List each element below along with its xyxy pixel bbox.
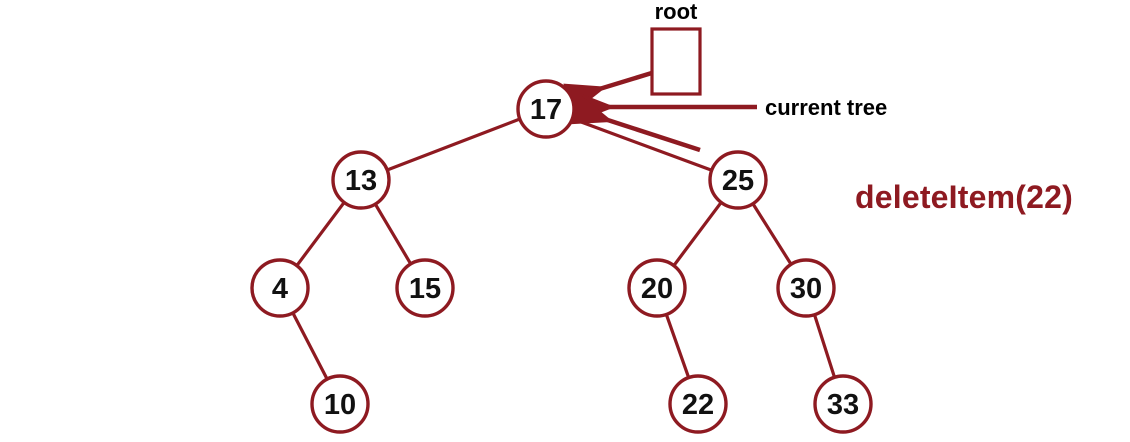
node-value-33: 33 <box>827 389 859 421</box>
tree-node-33[interactable]: 33 <box>813 374 873 434</box>
node-circle-30 <box>776 258 836 318</box>
root-pointer-box-rect <box>650 27 702 96</box>
node-circle-10 <box>310 374 370 434</box>
current-tree-arrow-branch <box>569 94 701 153</box>
node-value-30: 30 <box>790 273 822 305</box>
tree-nodes: 17 13 25 4 15 20 30 10 22 33 <box>250 79 873 434</box>
tree-edge-25-20 <box>671 200 724 268</box>
tree-edge-13-15 <box>373 201 413 267</box>
node-value-17: 17 <box>530 94 562 126</box>
pointer-arrows <box>563 69 757 153</box>
tree-edge-17-13 <box>384 117 523 172</box>
root-pointer-box <box>650 27 702 96</box>
tree-edge-20-22 <box>664 311 691 381</box>
node-circle-13 <box>331 150 391 210</box>
node-value-22: 22 <box>682 389 714 421</box>
tree-node-17[interactable]: 17 <box>516 79 576 139</box>
node-circle-22 <box>668 374 728 434</box>
node-circle-25 <box>708 150 768 210</box>
node-value-4: 4 <box>272 273 288 305</box>
tree-edge-25-30 <box>750 201 794 267</box>
tree-node-25[interactable]: 25 <box>708 150 768 210</box>
root-pointer-arrow <box>563 69 656 114</box>
node-circle-15 <box>395 258 455 318</box>
tree-node-30[interactable]: 30 <box>776 258 836 318</box>
tree-node-15[interactable]: 15 <box>395 258 455 318</box>
node-circle-17 <box>516 79 576 139</box>
node-value-10: 10 <box>324 389 356 421</box>
tree-edge-13-4 <box>294 200 347 268</box>
tree-node-4[interactable]: 4 <box>250 258 310 318</box>
node-value-15: 15 <box>409 273 441 305</box>
tree-node-22[interactable]: 22 <box>668 374 728 434</box>
node-value-20: 20 <box>641 273 673 305</box>
tree-edge-4-10 <box>290 310 330 382</box>
node-circle-20 <box>627 258 687 318</box>
tree-edge-30-33 <box>812 312 837 380</box>
tree-node-20[interactable]: 20 <box>627 258 687 318</box>
node-circle-4 <box>250 258 310 318</box>
tree-node-10[interactable]: 10 <box>310 374 370 434</box>
diagram-text-labels: root current tree deleteItem(22) <box>655 0 1073 215</box>
tree-node-13[interactable]: 13 <box>331 150 391 210</box>
tree-edge-17-25 <box>569 116 715 173</box>
node-value-13: 13 <box>345 165 377 197</box>
operation-label: deleteItem(22) <box>855 179 1073 215</box>
node-circle-33 <box>813 374 873 434</box>
current-tree-label: current tree <box>765 95 887 120</box>
node-value-25: 25 <box>722 165 754 197</box>
tree-edges <box>290 116 837 382</box>
root-label: root <box>655 0 698 24</box>
